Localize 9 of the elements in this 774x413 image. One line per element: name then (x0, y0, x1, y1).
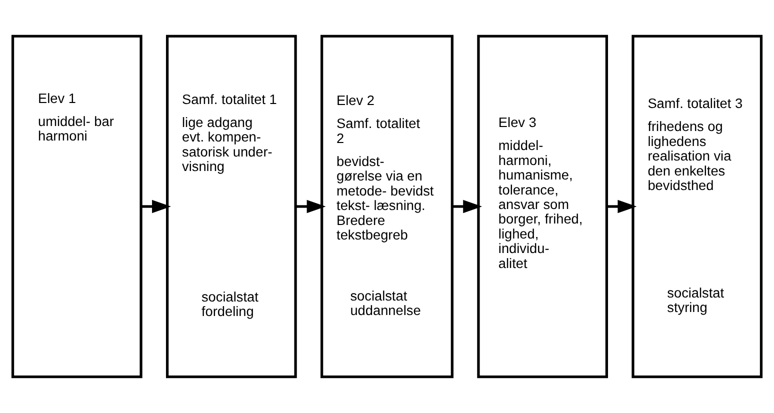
node-box: Elev 1 umiddel- bar harmoni (11, 34, 142, 378)
arrow (452, 200, 482, 214)
arrow (296, 200, 326, 214)
node-box: Elev 3 middel- harmoni, humanisme, tolerance, ansvar som borger, frihed, lighed, individu- alitet (477, 34, 608, 378)
arrow (141, 200, 171, 214)
arrow (606, 200, 637, 214)
node-box: Samf. totalitet 1 lige adgang evt. kompen- satorisk under- visning socialstat fordeling (166, 34, 297, 378)
node-box: Samf. totalitet 3 frihedens og lighedens realisation via den enkeltes bevidsthed socialstat styring (632, 34, 763, 378)
node-box: Elev 2 Samf. totalitet 2 bevidst- gørelse via en metode- bevidst tekst- læsning. Bredere tekstbegreb socialstat uddannelse (320, 34, 454, 378)
